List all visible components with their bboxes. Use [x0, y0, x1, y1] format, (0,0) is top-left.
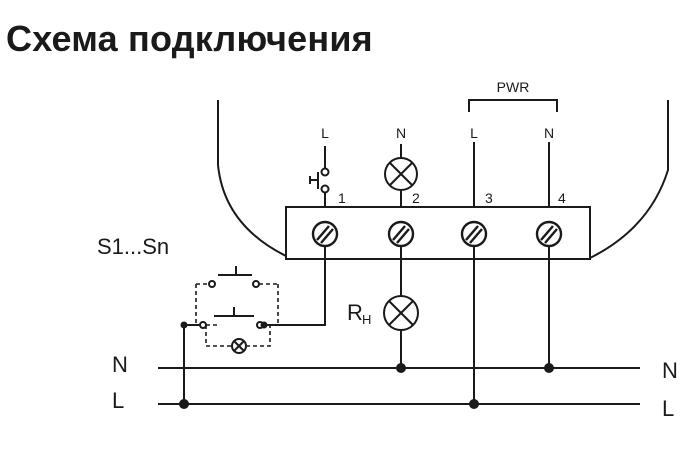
terminal-2: [387, 220, 415, 248]
terminal-3-top-label: L: [470, 125, 478, 141]
page-title: Схема подключения: [6, 18, 373, 59]
junction-dot: [179, 399, 189, 409]
terminal-1-top-label: L: [321, 125, 329, 141]
terminal-block: [285, 206, 591, 260]
switches-label: S1...Sn: [97, 234, 169, 259]
bus-n-left-label: N: [112, 352, 128, 377]
pwr-bracket: [468, 99, 558, 112]
terminal-1: [311, 220, 339, 248]
push-button-terminal-1: [309, 146, 330, 207]
pwr-label: PWR: [497, 79, 530, 95]
device-housing: [217, 100, 287, 257]
bus-l-right-label: L: [662, 396, 674, 421]
switch-group: [199, 266, 264, 354]
terminal-3-number: 3: [485, 190, 493, 206]
junction-dot: [469, 399, 479, 409]
load-label: R: [347, 300, 363, 325]
bus-n-right-label: N: [662, 358, 678, 383]
junction-dot: [260, 321, 268, 329]
switch-dashed-links: [195, 283, 279, 347]
load-lamp: [383, 246, 419, 368]
terminal-3: [460, 220, 488, 248]
terminal-2-top-label: N: [396, 125, 406, 141]
wire-switches-to-l: [183, 324, 200, 404]
terminal-4-top-label: N: [544, 125, 554, 141]
terminal-1-number: 1: [338, 190, 346, 206]
junction-dot: [180, 321, 188, 329]
junction-dot: [544, 363, 554, 373]
indicator-lamp-terminal-2: [384, 144, 418, 207]
junction-dot: [396, 363, 406, 373]
load-label-subscript: H: [362, 312, 371, 327]
wire-terminal-1-to-switches: [264, 246, 326, 326]
terminal-2-number: 2: [412, 190, 420, 206]
terminal-4: [535, 220, 563, 248]
bus-l-left-label: L: [112, 388, 124, 413]
terminal-4-number: 4: [558, 190, 566, 206]
device-housing-right: [589, 100, 669, 259]
